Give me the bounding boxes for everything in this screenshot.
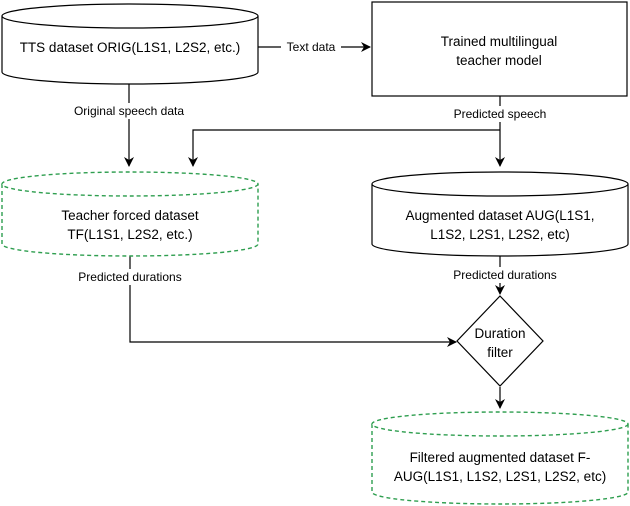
node-tf-label-line2: TF(L1S1, L2S2, etc.) — [67, 227, 192, 242]
edge-original-speech: Original speech data — [62, 84, 196, 167]
edge-label-tf-durations: Predicted durations — [78, 270, 181, 284]
node-tf-dataset: Teacher forced dataset TF(L1S1, L2S2, et… — [1, 171, 259, 257]
edge-label-predicted-speech: Predicted speech — [454, 107, 547, 121]
node-tf-label-line1: Teacher forced dataset — [61, 208, 199, 223]
edge-predicted-speech: Predicted speech — [188, 96, 556, 167]
node-teacher-label-line1: Trained multilingual — [441, 34, 558, 49]
node-aug-label-line2: L1S2, L2S1, L2S2, etc) — [430, 227, 570, 242]
node-orig-label: TTS dataset ORIG(L1S1, L2S2, etc.) — [20, 40, 241, 55]
node-filter-label-line1: Duration — [474, 326, 525, 341]
edge-label-original-speech: Original speech data — [74, 104, 184, 118]
node-teacher-model: Trained multilingual teacher model — [371, 1, 628, 97]
edge-tf-durations: Predicted durations — [68, 256, 457, 347]
node-aug-label-line1: Augmented dataset AUG(L1S1, — [405, 208, 594, 223]
node-orig-dataset: TTS dataset ORIG(L1S1, L2S2, etc.) — [1, 3, 259, 85]
node-aug-dataset: Augmented dataset AUG(L1S1, L1S2, L2S1, … — [371, 171, 629, 257]
edge-text-data: Text data — [258, 38, 371, 54]
edge-aug-durations: Predicted durations — [443, 256, 567, 295]
node-faug-dataset: Filtered augmented dataset F- AUG(L1S1, … — [371, 411, 629, 505]
edge-label-text-data: Text data — [287, 40, 336, 54]
node-filter-label-line2: filter — [487, 345, 513, 360]
node-faug-label-line1: Filtered augmented dataset F- — [410, 450, 591, 465]
edge-label-aug-durations: Predicted durations — [453, 268, 556, 282]
node-teacher-label-line2: teacher model — [456, 53, 542, 68]
node-faug-label-line2: AUG(L1S1, L1S2, L2S1, L2S2, etc) — [394, 469, 606, 484]
node-duration-filter: Duration filter — [456, 295, 544, 387]
